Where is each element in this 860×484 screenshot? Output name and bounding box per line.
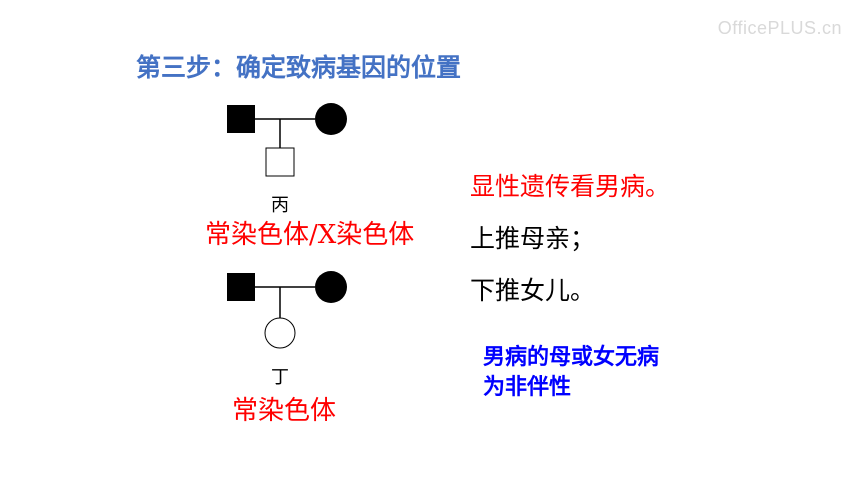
note-line-1: 男病的母或女无病	[483, 345, 660, 370]
pedigree-bing	[227, 103, 347, 177]
note-not-sex-linked: 男病的母或女无病 为非伴性	[483, 343, 659, 403]
affected-mother-circle	[315, 271, 347, 303]
rule-dominant: 显性遗传看男病。	[470, 172, 671, 201]
normal-daughter-circle	[264, 317, 296, 349]
inheritance-label-autosomal-or-x: 常染色体/X染色体	[205, 220, 415, 250]
rule-trace-mother: 上推母亲；	[470, 224, 596, 253]
affected-father-square	[227, 273, 255, 301]
pedigree-ding	[227, 271, 347, 349]
affected-father-square	[227, 105, 255, 133]
watermark: OfficePLUS.cn	[717, 18, 842, 38]
pedigree-label-ding: 丁	[271, 367, 289, 388]
pedigree-label-bing: 丙	[271, 195, 289, 216]
rule-trace-daughter: 下推女儿。	[470, 276, 596, 305]
note-line-2: 为非伴性	[483, 375, 572, 400]
page-title: 第三步：确定致病基因的位置	[136, 53, 462, 82]
affected-mother-circle	[315, 103, 347, 135]
normal-son-square	[265, 147, 295, 177]
inheritance-label-autosomal: 常染色体	[232, 396, 337, 426]
